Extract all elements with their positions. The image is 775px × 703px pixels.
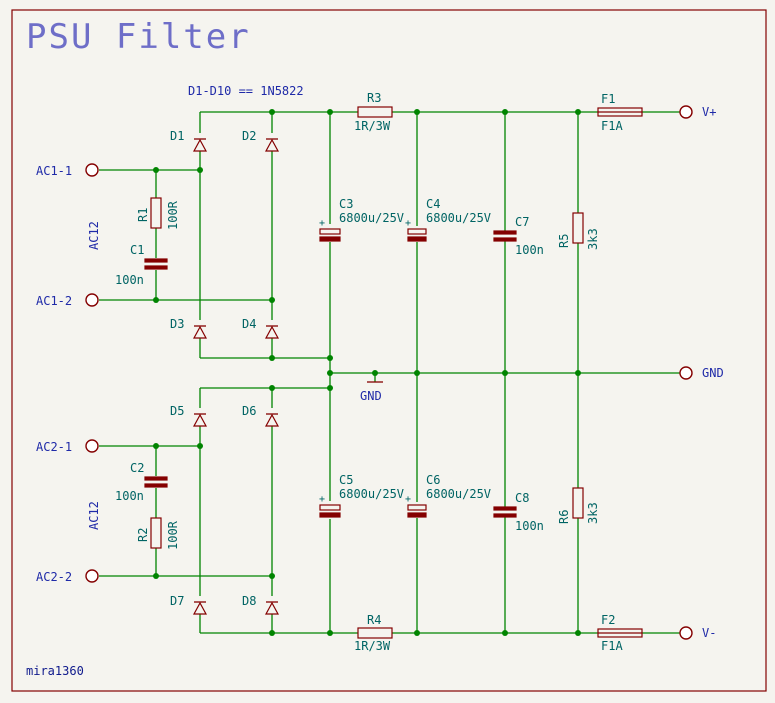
- net-label-ac12-top: AC12: [87, 221, 101, 250]
- diode-note: D1-D10 == 1N5822: [188, 84, 304, 98]
- port-ac2-2[interactable]: AC2-2: [36, 569, 99, 584]
- resistor-value: 1R/3W: [354, 639, 391, 653]
- diode-ref: D6: [242, 404, 256, 418]
- resistor-r6[interactable]: R6 3k3: [557, 487, 600, 524]
- capacitor-ref: C2: [130, 461, 144, 475]
- wires: [99, 111, 680, 634]
- fuse-ref: F1: [601, 92, 615, 106]
- capacitor-c3[interactable]: + C3 6800u/25V: [319, 197, 404, 242]
- junctions: [153, 109, 581, 636]
- capacitor-c5[interactable]: + C5 6800u/25V: [319, 473, 404, 518]
- resistor-r4[interactable]: R4 1R/3W: [354, 613, 393, 653]
- capacitor-c7[interactable]: C7 100n: [493, 215, 544, 257]
- ground-label: GND: [360, 389, 382, 403]
- net-label-ac12-bottom: AC12: [87, 501, 101, 530]
- diode-ref: D3: [170, 317, 184, 331]
- capacitor-value: 6800u/25V: [339, 487, 404, 501]
- capacitor-ref: C1: [130, 243, 144, 257]
- polarity-mark: +: [319, 218, 325, 229]
- resistor-ref: R3: [367, 91, 381, 105]
- resistor-ref: R2: [136, 528, 150, 542]
- diode-d3[interactable]: D3: [170, 317, 208, 339]
- port-label: V+: [702, 105, 716, 119]
- capacitor-ref: C7: [515, 215, 529, 229]
- capacitor-c6[interactable]: + C6 6800u/25V: [405, 473, 491, 518]
- author-label: mira1360: [26, 664, 84, 678]
- capacitor-c4[interactable]: + C4 6800u/25V: [405, 197, 491, 242]
- capacitor-c8[interactable]: C8 100n: [493, 491, 544, 533]
- port-vplus[interactable]: V+: [679, 105, 716, 119]
- port-label: AC2-2: [36, 570, 72, 584]
- diode-ref: D1: [170, 129, 184, 143]
- capacitor-value: 100n: [115, 273, 144, 287]
- resistor-value: 100R: [166, 200, 180, 230]
- capacitor-c1[interactable]: C1 100n: [115, 243, 168, 287]
- diode-d1[interactable]: D1: [170, 129, 208, 152]
- polarity-mark: +: [405, 494, 411, 505]
- port-label: AC1-1: [36, 164, 72, 178]
- sheet-title: PSU Filter: [26, 17, 251, 57]
- resistor-value: 3k3: [586, 502, 600, 524]
- capacitor-value: 6800u/25V: [426, 211, 491, 225]
- resistor-ref: R4: [367, 613, 381, 627]
- resistor-r5[interactable]: R5 3k3: [557, 212, 600, 250]
- port-ac1-1[interactable]: AC1-1: [36, 163, 99, 178]
- port-label: AC1-2: [36, 294, 72, 308]
- capacitor-ref: C6: [426, 473, 440, 487]
- diode-d5[interactable]: D5: [170, 404, 208, 427]
- resistor-ref: R1: [136, 208, 150, 222]
- port-gnd[interactable]: GND: [679, 366, 724, 380]
- fuse-ref: F2: [601, 613, 615, 627]
- port-vminus[interactable]: V-: [679, 626, 716, 640]
- capacitor-value: 6800u/25V: [426, 487, 491, 501]
- fuse-value: F1A: [601, 119, 623, 133]
- resistor-r3[interactable]: R3 1R/3W: [354, 91, 393, 133]
- diode-ref: D4: [242, 317, 256, 331]
- resistor-r1[interactable]: R1 100R: [136, 197, 180, 230]
- diode-d6[interactable]: D6: [242, 404, 280, 427]
- diode-d8[interactable]: D8: [242, 594, 280, 615]
- port-label: V-: [702, 626, 716, 640]
- diode-ref: D7: [170, 594, 184, 608]
- capacitor-value: 100n: [515, 519, 544, 533]
- fuse-f2[interactable]: F2 F1A: [597, 613, 643, 653]
- port-label: AC2-1: [36, 440, 72, 454]
- diode-d4[interactable]: D4: [242, 317, 280, 339]
- capacitor-value: 100n: [115, 489, 144, 503]
- port-label: GND: [702, 366, 724, 380]
- resistor-r2[interactable]: R2 100R: [136, 517, 180, 550]
- capacitor-c2[interactable]: C2 100n: [115, 461, 168, 503]
- capacitor-ref: C3: [339, 197, 353, 211]
- polarity-mark: +: [405, 218, 411, 229]
- capacitor-value: 6800u/25V: [339, 211, 404, 225]
- capacitor-ref: C5: [339, 473, 353, 487]
- polarity-mark: +: [319, 494, 325, 505]
- capacitor-ref: C4: [426, 197, 440, 211]
- fuse-value: F1A: [601, 639, 623, 653]
- capacitor-value: 100n: [515, 243, 544, 257]
- diode-ref: D5: [170, 404, 184, 418]
- diode-ref: D8: [242, 594, 256, 608]
- diode-d7[interactable]: D7: [170, 594, 208, 615]
- resistor-ref: R5: [557, 234, 571, 248]
- resistor-value: 3k3: [586, 228, 600, 250]
- diode-ref: D2: [242, 129, 256, 143]
- port-ac1-2[interactable]: AC1-2: [36, 293, 99, 308]
- resistor-value: 100R: [166, 520, 180, 550]
- sheet-border: [11, 9, 767, 692]
- resistor-value: 1R/3W: [354, 119, 391, 133]
- port-ac2-1[interactable]: AC2-1: [36, 439, 99, 454]
- ground-symbol: GND: [360, 381, 383, 403]
- diode-d2[interactable]: D2: [242, 129, 280, 152]
- fuse-f1[interactable]: F1 F1A: [597, 92, 643, 133]
- resistor-ref: R6: [557, 510, 571, 524]
- capacitor-ref: C8: [515, 491, 529, 505]
